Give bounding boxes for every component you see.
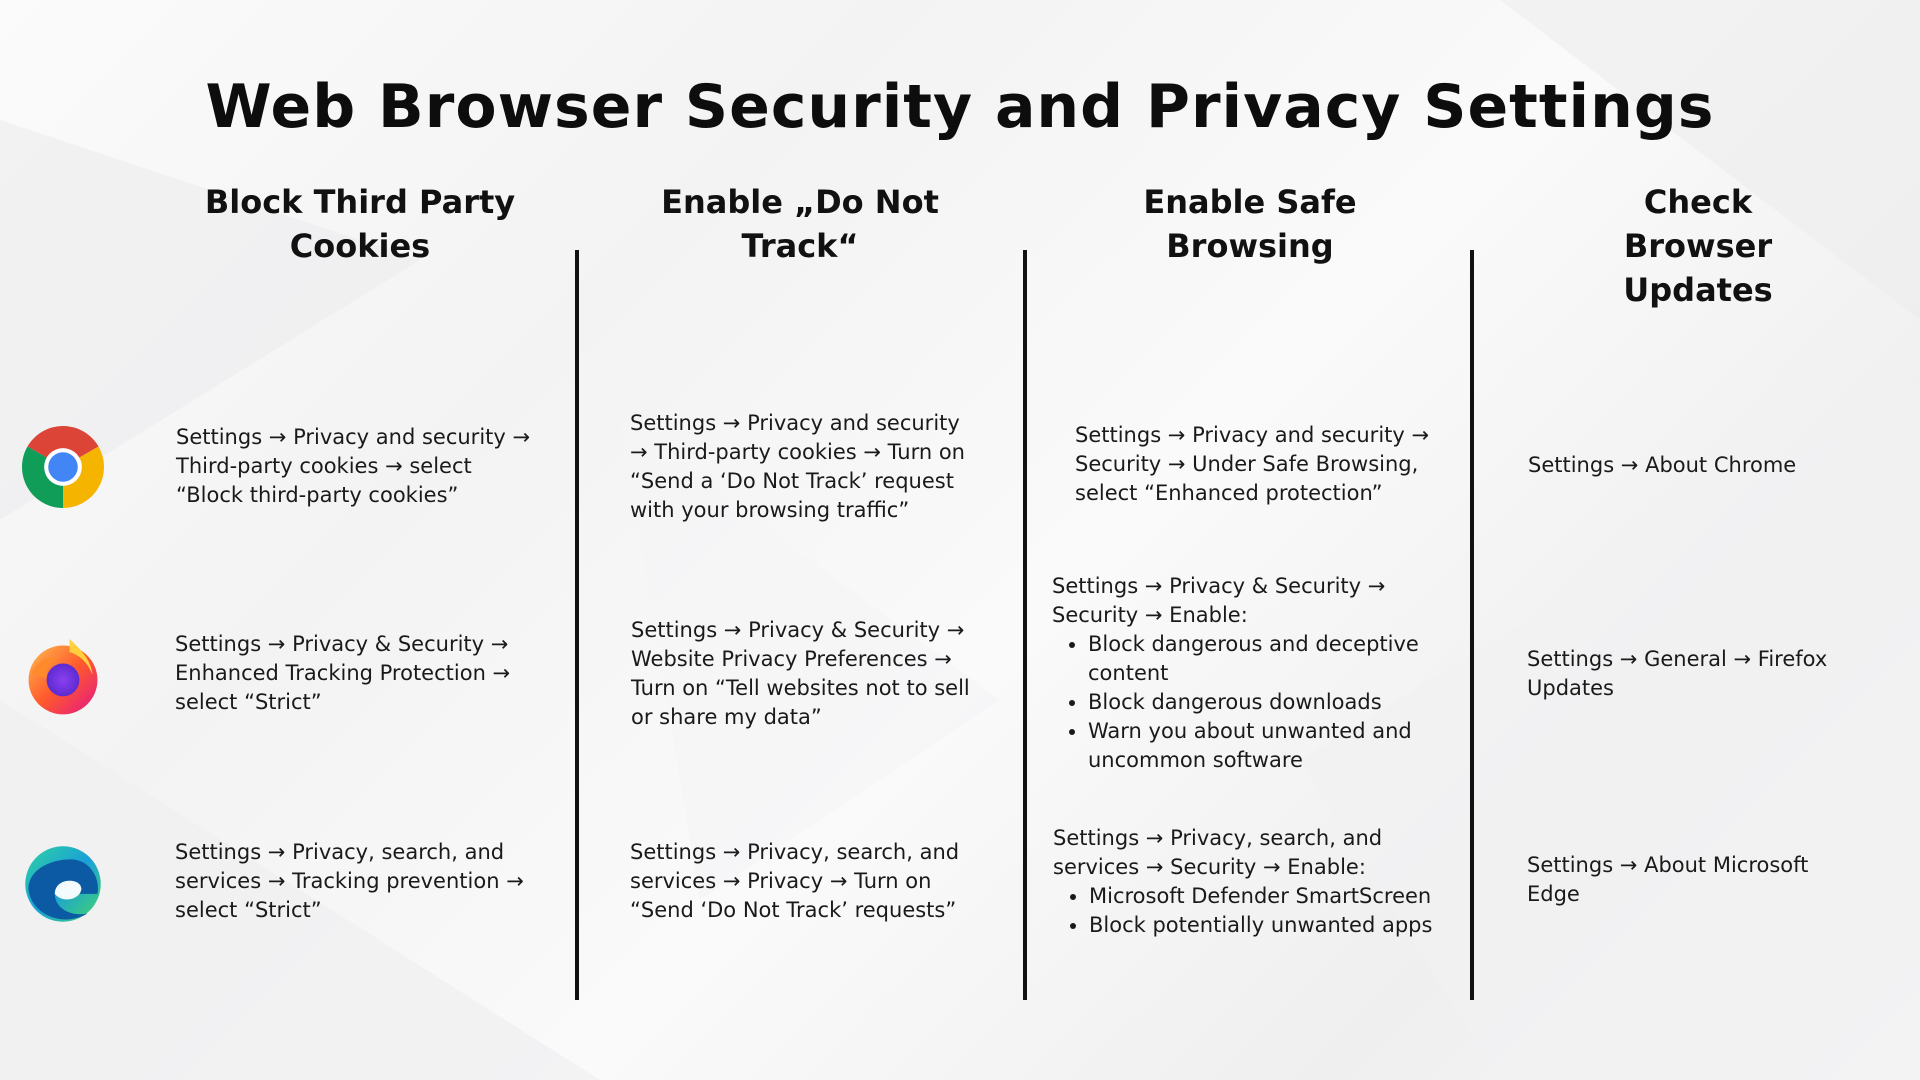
chrome-do-not-track-instructions: Settings → Privacy and security → Third-… [630,411,965,522]
list-item: Warn you about unwanted and uncommon sof… [1088,717,1447,775]
column-divider [1470,250,1474,1000]
column-header-safe-browsing: Enable Safe Browsing [1143,183,1357,265]
edge-safe-browsing-instructions: Settings → Privacy, search, and services… [1053,824,1453,940]
firefox-safe-browsing-instructions: Settings → Privacy & Security → Security… [1052,572,1447,775]
edge-logo-icon [25,846,101,922]
firefox-logo-icon [28,638,98,715]
firefox-updates-instructions: Settings → General → Firefox Updates [1527,647,1828,700]
firefox-block-cookies-instructions: Settings → Privacy & Security → Enhanced… [175,632,511,714]
chrome-logo-icon [22,426,104,508]
firefox-do-not-track-instructions: Settings → Privacy & Security → Website … [631,618,970,729]
column-header-block-cookies: Block Third Party Cookies [204,183,516,265]
column-divider [1023,250,1027,1000]
list-item: Microsoft Defender SmartScreen [1089,882,1453,911]
chrome-block-cookies-instructions: Settings → Privacy and security → Third-… [176,425,531,507]
firefox-safe-browsing-intro: Settings → Privacy & Security → Security… [1052,574,1386,627]
chrome-safe-browsing-instructions: Settings → Privacy and security → Securi… [1075,423,1430,505]
column-divider [575,250,579,1000]
edge-block-cookies-instructions: Settings → Privacy, search, and services… [175,840,524,922]
edge-do-not-track-instructions: Settings → Privacy, search, and services… [630,840,960,922]
column-header-browser-updates: Check Browser Updates [1623,183,1773,309]
edge-updates-instructions: Settings → About Microsoft Edge [1527,853,1809,906]
list-item: Block potentially unwanted apps [1089,911,1453,940]
edge-safe-browsing-intro: Settings → Privacy, search, and services… [1053,826,1383,879]
chrome-updates-instructions: Settings → About Chrome [1528,453,1797,477]
edge-safe-browsing-list: Microsoft Defender SmartScreen Block pot… [1053,882,1453,940]
page-title: Web Browser Security and Privacy Setting… [205,72,1715,142]
firefox-safe-browsing-list: Block dangerous and deceptive content Bl… [1052,630,1447,775]
list-item: Block dangerous and deceptive content [1088,630,1447,688]
list-item: Block dangerous downloads [1088,688,1447,717]
column-header-do-not-track: Enable „Do Not Track“ [661,183,939,265]
